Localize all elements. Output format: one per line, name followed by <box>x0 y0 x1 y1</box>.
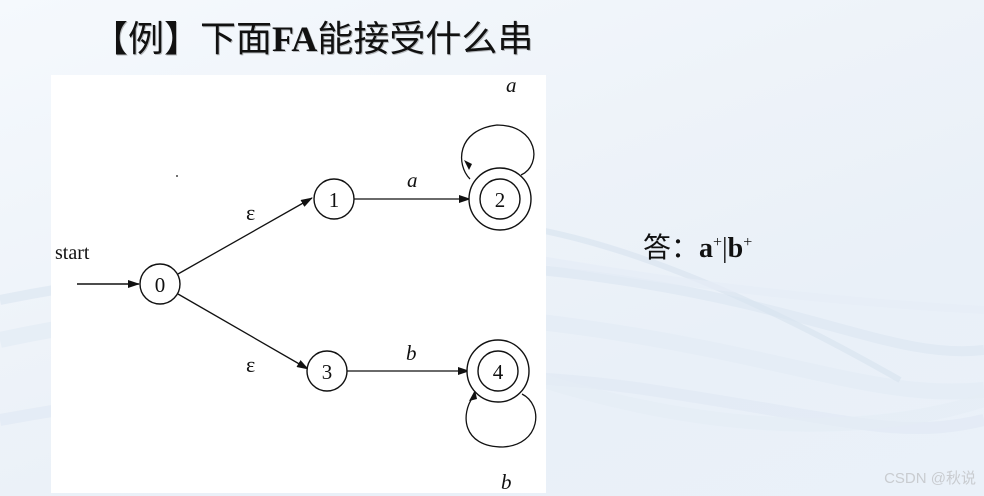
state-1-label: 1 <box>329 188 340 212</box>
edge-0-3 <box>177 293 309 370</box>
edge-0-1 <box>177 197 313 275</box>
label-eps-lower: ε <box>246 352 255 377</box>
label-edge-1-2: a <box>407 168 418 192</box>
answer-b: b <box>727 233 744 264</box>
loop-4 <box>465 393 537 448</box>
loop-2 <box>460 124 535 180</box>
label-loop-2: a <box>506 75 517 97</box>
start-label: start <box>55 242 90 264</box>
state-0-label: 0 <box>155 273 166 297</box>
state-2-label: 2 <box>495 188 506 212</box>
label-loop-4: b <box>501 470 512 493</box>
answer-a: a <box>699 233 714 264</box>
state-2-accepting: 2 <box>468 167 532 231</box>
state-4-accepting: 4 <box>466 339 530 403</box>
answer-plus-1: + <box>713 234 723 251</box>
answer-prefix: 答： <box>643 233 700 264</box>
loop-2-arrowhead <box>464 160 472 170</box>
nfa-diagram: start ε ε a a b b 0 1 2 <box>51 75 546 493</box>
state-0: 0 <box>139 263 181 305</box>
state-3: 3 <box>306 350 348 392</box>
nfa-graph: start ε ε a a b b 0 1 2 <box>55 75 537 493</box>
state-4-label: 4 <box>493 360 504 384</box>
state-3-label: 3 <box>322 360 333 384</box>
label-edge-3-4: b <box>406 341 417 365</box>
title-prefix: 【例】 <box>92 19 201 59</box>
answer-text: 答：a+|b+ <box>643 226 752 266</box>
answer-plus-2: + <box>743 234 753 251</box>
title-text-1: 下面 <box>200 19 273 59</box>
state-1: 1 <box>313 178 355 220</box>
label-eps-upper: ε <box>246 200 255 225</box>
title-text-2: 能接受什么串 <box>317 19 534 59</box>
watermark: CSDN @秋说 <box>884 470 976 487</box>
title-fa: FA <box>272 19 318 59</box>
slide-title: 【例】下面FA能接受什么串 <box>92 10 533 62</box>
scan-dot <box>176 175 178 177</box>
answer-bar: | <box>722 233 728 264</box>
